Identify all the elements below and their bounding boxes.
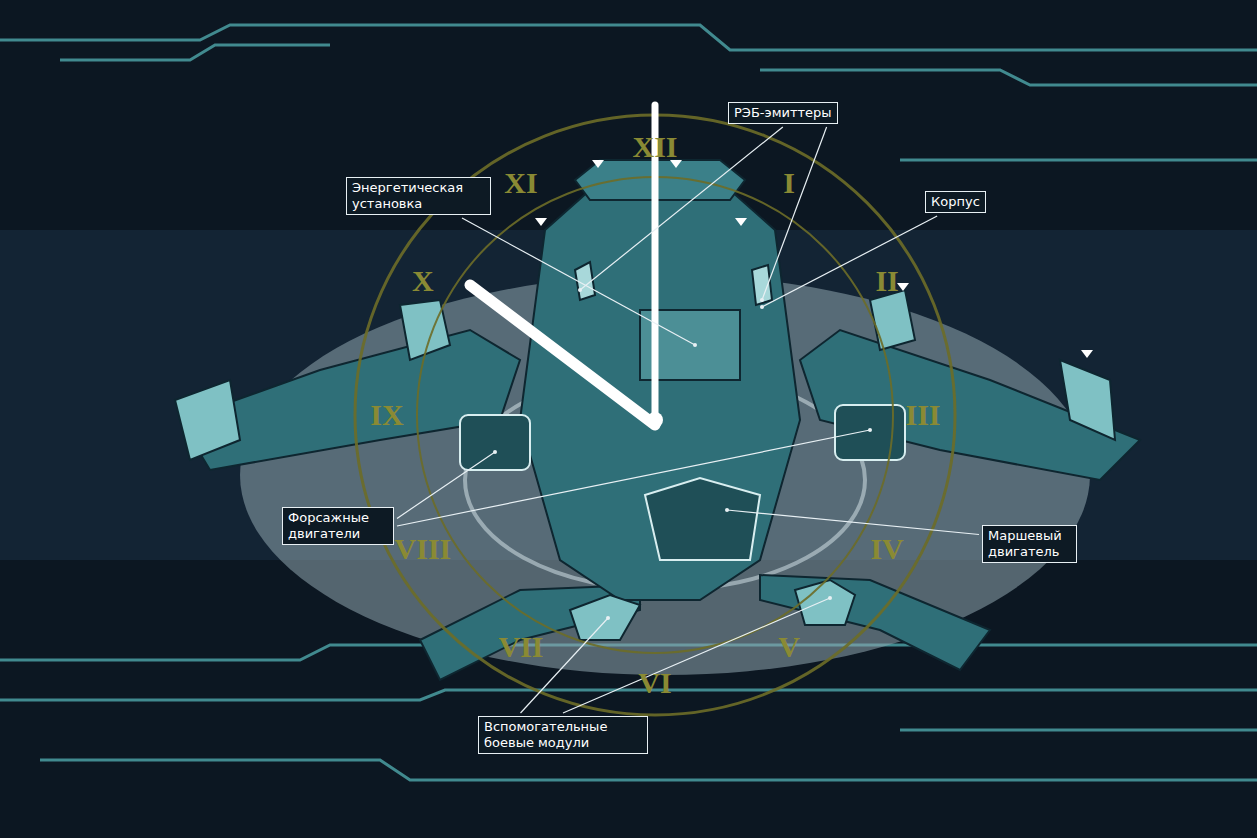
leader-dot — [828, 596, 832, 600]
clock-numeral: V — [778, 630, 800, 664]
callout-box: Корпус — [925, 191, 986, 213]
clock-numeral: X — [412, 264, 434, 298]
clock-numeral: II — [875, 264, 898, 298]
clock-numeral: XII — [632, 130, 677, 164]
leader-line — [762, 127, 827, 300]
leader-line — [462, 218, 695, 345]
leader-line — [397, 430, 870, 526]
leader-line — [727, 510, 979, 535]
clock-numeral: IV — [870, 532, 903, 566]
clock-numeral: VII — [498, 630, 543, 664]
callout-box: Вспомогательные боевые модули — [478, 716, 648, 754]
callout-text: Энергетическая установка — [352, 180, 485, 212]
clock-numeral: VI — [638, 666, 671, 700]
callout-text: РЭБ-эмиттеры — [734, 105, 832, 121]
clock-numeral: III — [905, 398, 940, 432]
leader-dot — [868, 428, 872, 432]
leader-dot — [606, 616, 610, 620]
callout-box: РЭБ-эмиттеры — [728, 102, 838, 124]
leader-dot — [760, 298, 764, 302]
leader-line — [397, 452, 495, 518]
leader-line — [580, 127, 783, 290]
callout-box: Маршевый двигатель — [982, 525, 1077, 563]
leader-dot — [760, 305, 764, 309]
clock-numeral: I — [783, 166, 795, 200]
leader-line — [762, 216, 937, 307]
clock-numeral: IX — [370, 398, 403, 432]
callout-text: Форсажные двигатели — [288, 510, 388, 542]
callout-box: Форсажные двигатели — [282, 507, 394, 545]
leader-dot — [725, 508, 729, 512]
clock-numeral: XI — [504, 166, 537, 200]
clock-numeral: VIII — [395, 532, 452, 566]
callout-box: Энергетическая установка — [346, 177, 491, 215]
callout-text: Маршевый двигатель — [988, 528, 1071, 560]
leader-dot — [578, 288, 582, 292]
leader-dot — [493, 450, 497, 454]
callout-text: Корпус — [931, 194, 980, 210]
leader-dot — [693, 343, 697, 347]
callout-text: Вспомогательные боевые модули — [484, 719, 642, 751]
leader-line — [563, 598, 830, 713]
